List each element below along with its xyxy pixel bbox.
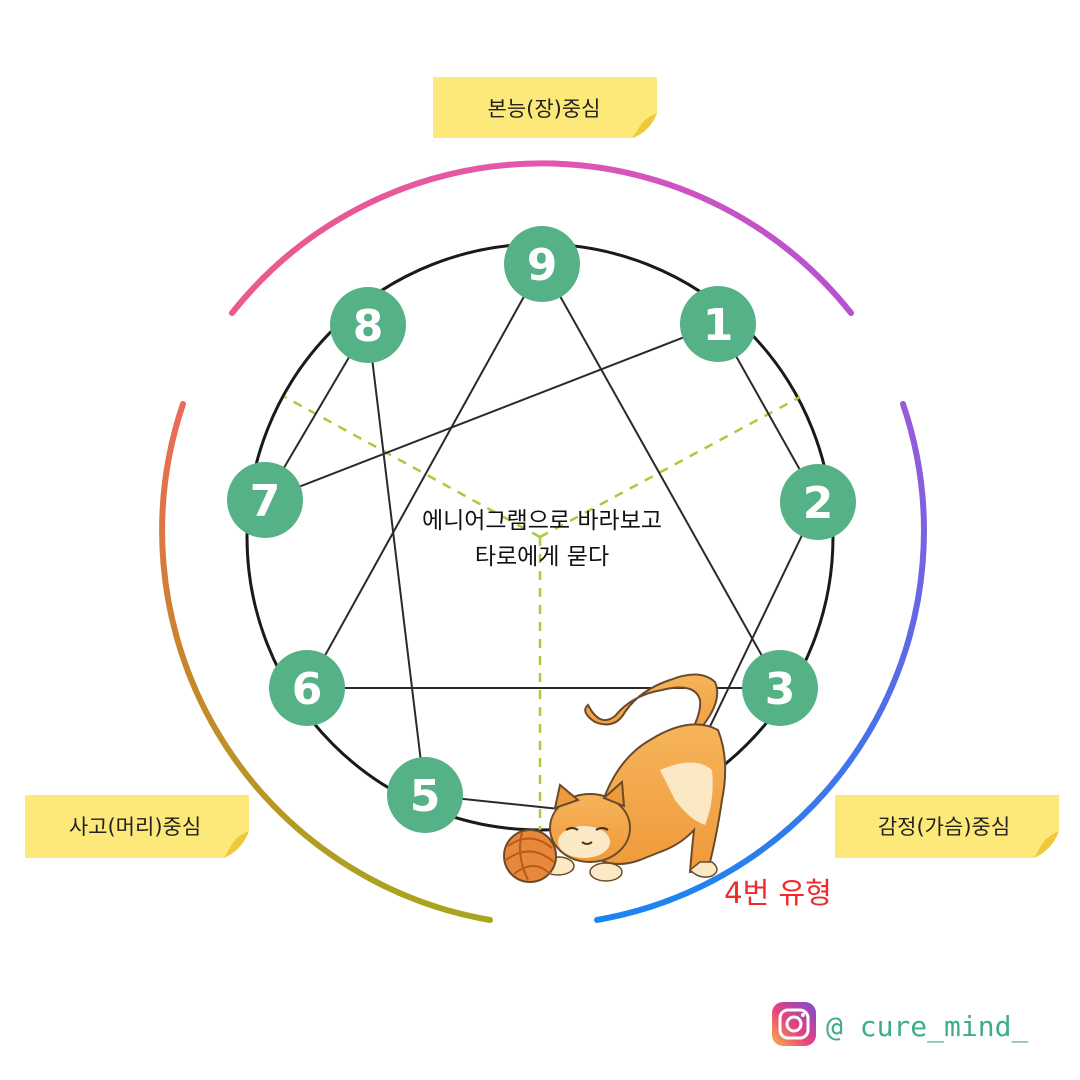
heart-center-label: 감정(가슴)중심 (878, 815, 1010, 839)
heart-center-arc (594, 401, 927, 923)
node-6: 6 (269, 650, 345, 726)
node-7: 7 (227, 462, 303, 538)
head-center-arc (159, 401, 493, 923)
center-title-line2: 타로에게 묻다 (475, 544, 609, 570)
center-title-line1: 에니어그램으로 바라보고 (422, 508, 662, 534)
type-label: 4번 유형 (724, 876, 832, 910)
node-5: 5 (387, 757, 463, 833)
sticky-note-head: 사고(머리)중심 (25, 795, 249, 858)
instagram-handle[interactable]: @ cure_mind_ (826, 1010, 1028, 1044)
sticky-note-heart: 감정(가슴)중심 (835, 795, 1059, 858)
svg-text:3: 3 (765, 664, 796, 715)
head-center-label: 사고(머리)중심 (69, 815, 201, 839)
node-8: 8 (330, 287, 406, 363)
instinct-center-arc (229, 160, 854, 316)
svg-text:1: 1 (703, 300, 734, 351)
svg-text:9: 9 (527, 240, 558, 291)
svg-text:7: 7 (250, 476, 281, 527)
svg-text:8: 8 (353, 301, 384, 352)
node-9: 9 (504, 226, 580, 302)
instinct-center-label: 본능(장)중심 (488, 97, 601, 121)
svg-text:2: 2 (803, 478, 834, 529)
center-dividers (284, 395, 801, 830)
svg-text:6: 6 (292, 664, 323, 715)
cat-with-yarn-icon (503, 673, 727, 883)
node-3: 3 (742, 650, 818, 726)
svg-text:5: 5 (410, 771, 441, 822)
node-1: 1 (680, 286, 756, 362)
node-2: 2 (780, 464, 856, 540)
sticky-note-instinct: 본능(장)중심 (433, 77, 657, 138)
instagram-icon (772, 1002, 816, 1046)
